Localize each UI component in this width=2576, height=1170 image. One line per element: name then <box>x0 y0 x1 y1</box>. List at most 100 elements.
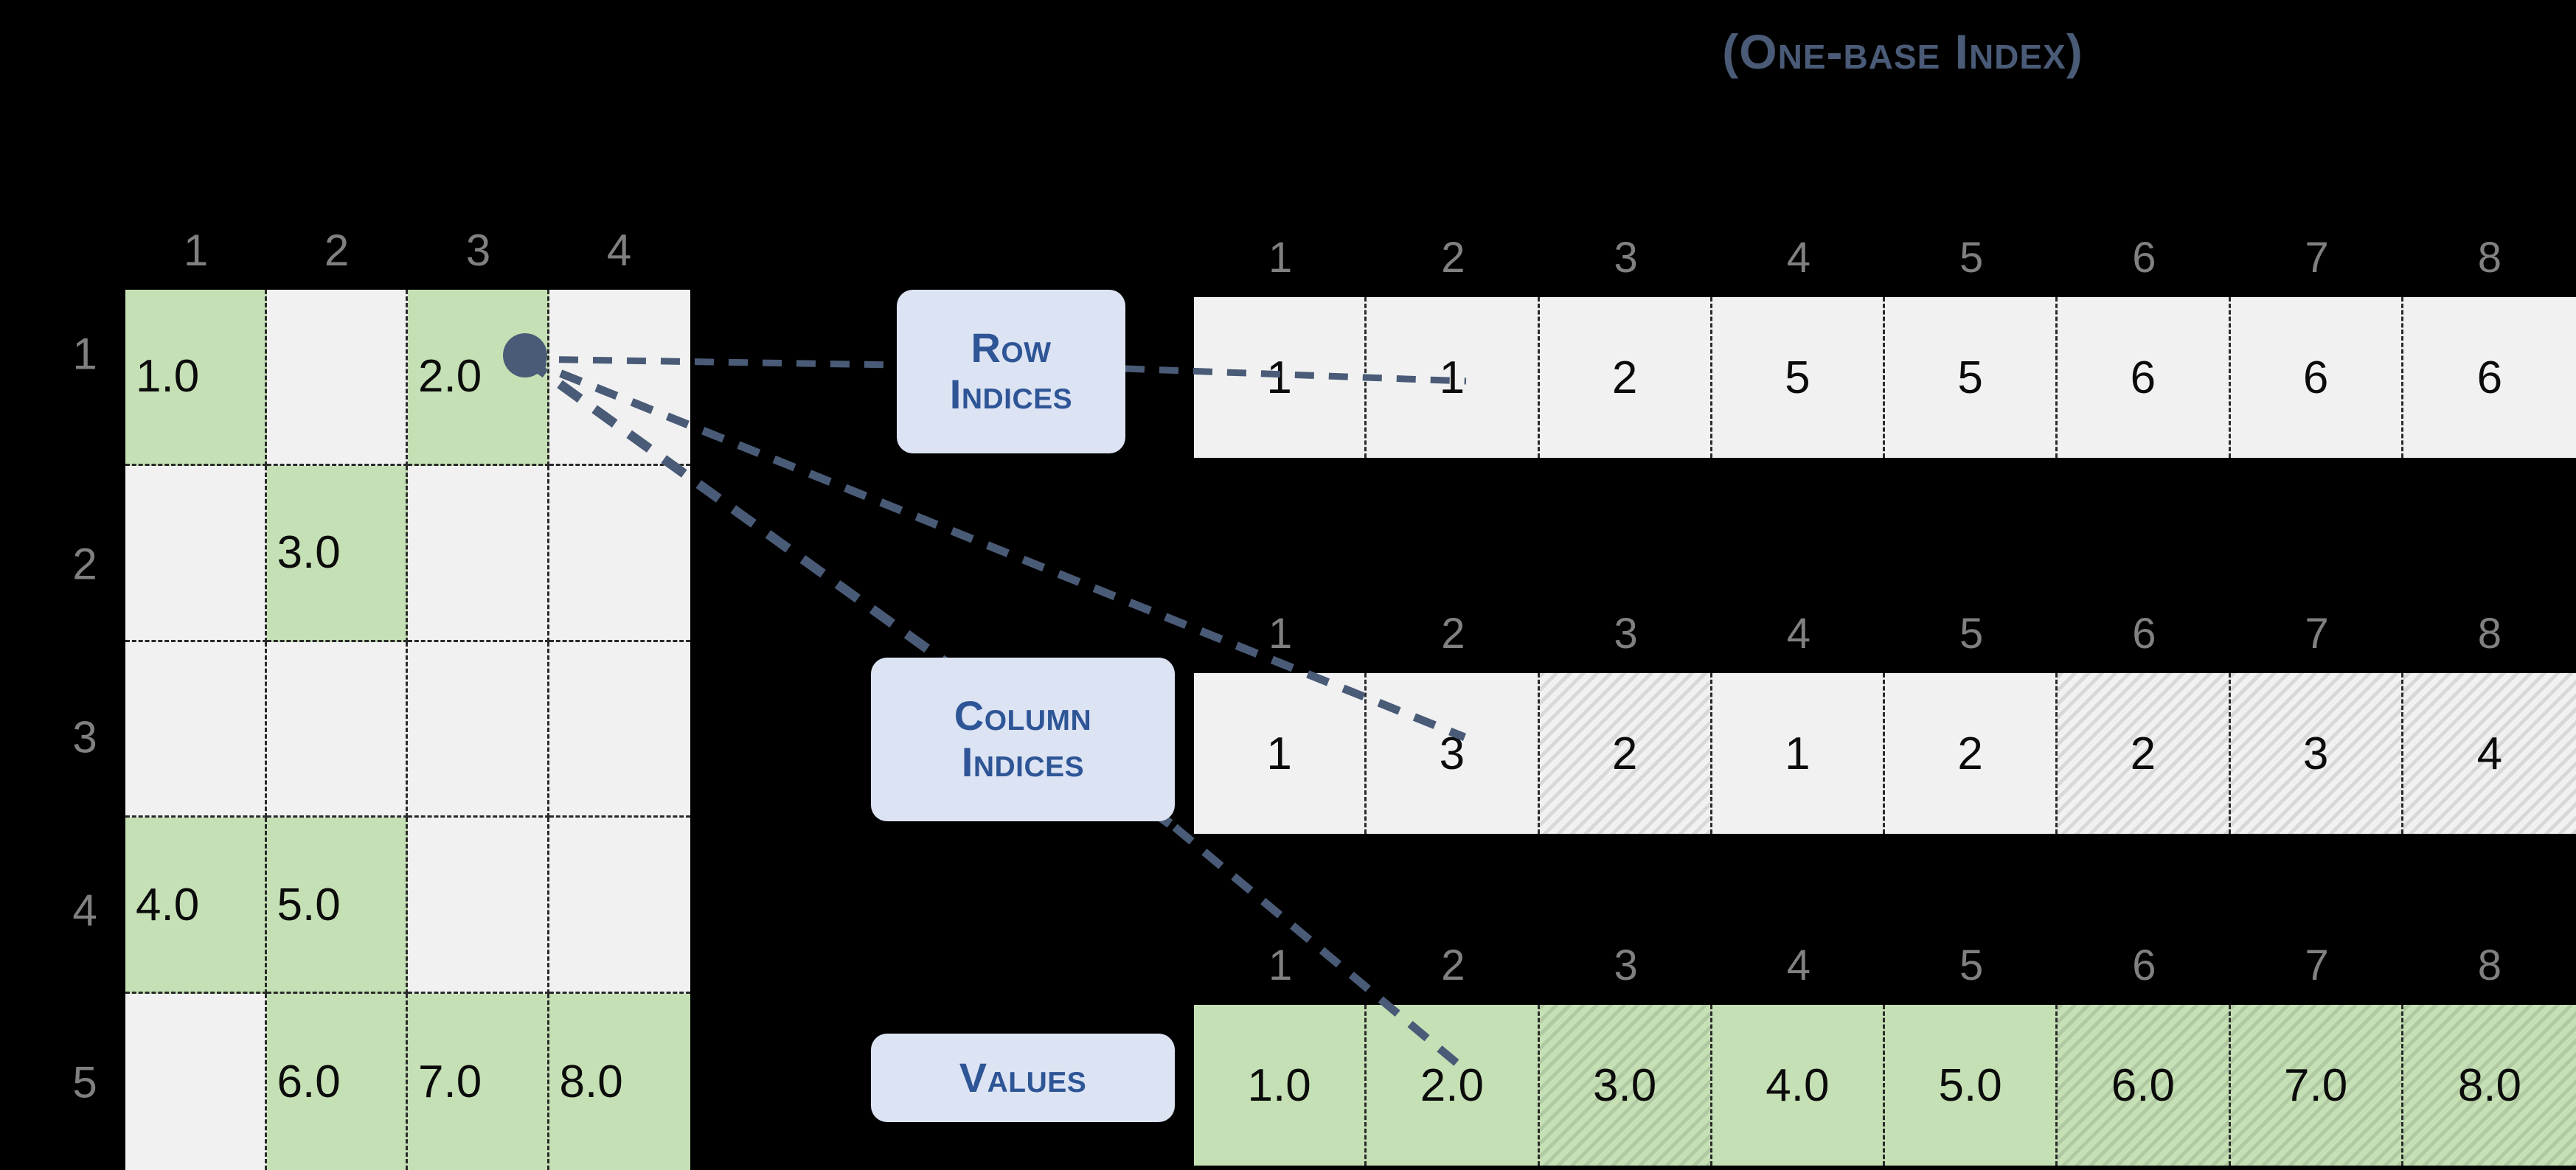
column-indices-cell-6[interactable]: 2 <box>2058 673 2231 834</box>
matrix-cell-r3c4[interactable] <box>549 641 690 818</box>
column-indices-array: 1 3 2 1 2 2 3 4 <box>1194 673 2576 834</box>
matrix-cell-r2c3[interactable] <box>408 465 549 642</box>
row-indices-value-7: 6 <box>2302 352 2329 403</box>
matrix-cell-r1c4[interactable] <box>549 290 690 466</box>
matrix-cell-r4c1[interactable]: 4.0 <box>125 818 267 995</box>
column-indices-header-1: 1 <box>1268 610 1293 658</box>
column-indices-label-line2: Indices <box>961 739 1085 785</box>
column-indices-value-2: 3 <box>1439 728 1465 779</box>
values-label[interactable]: Values <box>871 1034 1175 1122</box>
row-indices-cell-5[interactable]: 5 <box>1885 297 2058 458</box>
matrix-cell-r1c2[interactable] <box>266 290 408 466</box>
column-indices-value-4: 1 <box>1785 728 1811 779</box>
matrix-column-header-2: 2 <box>324 226 350 275</box>
column-indices-label-line1: Column <box>954 692 1092 739</box>
matrix-row-header-5: 5 <box>72 1057 97 1107</box>
row-indices-header-1: 1 <box>1268 234 1293 282</box>
row-indices-value-4: 5 <box>1785 352 1811 403</box>
values-cell-5[interactable]: 5.0 <box>1885 1005 2058 1166</box>
matrix-cell-r5c3[interactable]: 7.0 <box>408 994 549 1170</box>
values-header-1: 1 <box>1268 941 1293 989</box>
column-indices-cell-8[interactable]: 4 <box>2403 673 2576 834</box>
matrix-cell-r1c3[interactable]: 2.0 <box>408 290 549 466</box>
values-value-6: 6.0 <box>2111 1059 2175 1111</box>
values-header-6: 6 <box>2132 941 2156 989</box>
matrix-cell-r2c4[interactable] <box>549 465 690 642</box>
values-cell-2[interactable]: 2.0 <box>1367 1005 1540 1166</box>
column-indices-cell-1[interactable]: 1 <box>1194 673 1367 834</box>
column-indices-header-3: 3 <box>1614 610 1638 658</box>
values-cell-4[interactable]: 4.0 <box>1712 1005 1885 1166</box>
values-header-row: 1 2 3 4 5 6 7 8 <box>1194 940 2576 992</box>
matrix-grid: 1.0 2.0 3.0 4.0 5.0 6.0 7.0 8.0 <box>125 290 690 1170</box>
page-title: (One-base Index) <box>1722 24 2083 79</box>
matrix-cell-r4c3[interactable] <box>408 818 549 995</box>
column-indices-header-row: 1 2 3 4 5 6 7 8 <box>1194 608 2576 660</box>
row-indices-array: 1 1 2 5 5 6 6 6 <box>1194 297 2576 458</box>
column-indices-value-7: 3 <box>2302 728 2329 779</box>
matrix-cell-r3c2[interactable] <box>266 641 408 818</box>
values-value-1: 1.0 <box>1247 1059 1311 1111</box>
column-indices-header-5: 5 <box>1959 610 1984 658</box>
row-indices-cell-4[interactable]: 5 <box>1712 297 1885 458</box>
column-indices-cell-7[interactable]: 3 <box>2230 673 2403 834</box>
values-header-3: 3 <box>1614 941 1638 989</box>
row-indices-cell-7[interactable]: 6 <box>2230 297 2403 458</box>
row-indices-cell-6[interactable]: 6 <box>2058 297 2231 458</box>
matrix-cell-r3c3[interactable] <box>408 641 549 818</box>
row-indices-value-8: 6 <box>2476 352 2503 403</box>
values-cell-1[interactable]: 1.0 <box>1194 1005 1367 1166</box>
row-indices-header-7: 7 <box>2305 234 2329 282</box>
matrix-cell-r2c2[interactable]: 3.0 <box>266 465 408 642</box>
values-cell-3[interactable]: 3.0 <box>1539 1005 1712 1166</box>
values-value-2: 2.0 <box>1420 1059 1484 1111</box>
matrix-column-header-3: 3 <box>465 226 491 275</box>
values-cell-6[interactable]: 6.0 <box>2058 1005 2231 1166</box>
column-indices-label[interactable]: Column Indices <box>871 658 1175 821</box>
values-cell-8[interactable]: 8.0 <box>2403 1005 2576 1166</box>
matrix-cell-r5c1[interactable] <box>125 994 267 1170</box>
row-indices-label[interactable]: Row Indices <box>897 290 1125 453</box>
column-indices-cell-3[interactable]: 2 <box>1539 673 1712 834</box>
matrix-cell-r1c1[interactable]: 1.0 <box>125 290 267 466</box>
matrix-cell-r3c1[interactable] <box>125 641 267 818</box>
row-indices-header-2: 2 <box>1441 234 1465 282</box>
row-indices-value-5: 5 <box>1957 352 1983 403</box>
column-indices-value-3: 2 <box>1611 728 1638 779</box>
row-indices-cell-2[interactable]: 1 <box>1367 297 1540 458</box>
row-indices-cell-3[interactable]: 2 <box>1539 297 1712 458</box>
matrix-cell-r4c2[interactable]: 5.0 <box>266 818 408 995</box>
row-indices-header-6: 6 <box>2132 234 2156 282</box>
column-indices-cell-5[interactable]: 2 <box>1885 673 2058 834</box>
row-indices-label-line1: Row <box>971 324 1052 372</box>
column-indices-header-2: 2 <box>1441 610 1465 658</box>
values-value-3: 3.0 <box>1593 1059 1657 1111</box>
row-indices-cell-8[interactable]: 6 <box>2403 297 2576 458</box>
column-indices-cell-4[interactable]: 1 <box>1712 673 1885 834</box>
column-indices-value-6: 2 <box>2130 728 2156 779</box>
row-indices-header-4: 4 <box>1786 234 1811 282</box>
matrix-row-header-2: 2 <box>72 539 97 589</box>
row-indices-value-6: 6 <box>2130 352 2156 403</box>
row-indices-value-2: 1 <box>1439 352 1465 403</box>
row-indices-value-1: 1 <box>1266 352 1292 403</box>
matrix-cell-r2c1[interactable] <box>125 465 267 642</box>
row-indices-cell-1[interactable]: 1 <box>1194 297 1367 458</box>
values-header-2: 2 <box>1441 941 1465 989</box>
matrix-row-header-3: 3 <box>72 712 97 762</box>
column-indices-cell-2[interactable]: 3 <box>1367 673 1540 834</box>
row-indices-header-5: 5 <box>1959 234 1984 282</box>
values-header-4: 4 <box>1786 941 1811 989</box>
matrix-column-header-4: 4 <box>606 226 632 275</box>
column-indices-header-7: 7 <box>2305 610 2329 658</box>
matrix-cell-r5c2[interactable]: 6.0 <box>266 994 408 1170</box>
row-indices-header-row: 1 2 3 4 5 6 7 8 <box>1194 232 2576 284</box>
values-header-7: 7 <box>2305 941 2329 989</box>
values-value-8: 8.0 <box>2457 1059 2521 1111</box>
matrix-cell-r5c4[interactable]: 8.0 <box>549 994 690 1170</box>
matrix-cell-r4c4[interactable] <box>549 818 690 995</box>
values-array: 1.0 2.0 3.0 4.0 5.0 6.0 7.0 8.0 <box>1194 1005 2576 1166</box>
matrix-grid-container: 1.0 2.0 3.0 4.0 5.0 6.0 7.0 8.0 <box>125 290 690 1170</box>
values-cell-7[interactable]: 7.0 <box>2230 1005 2403 1166</box>
